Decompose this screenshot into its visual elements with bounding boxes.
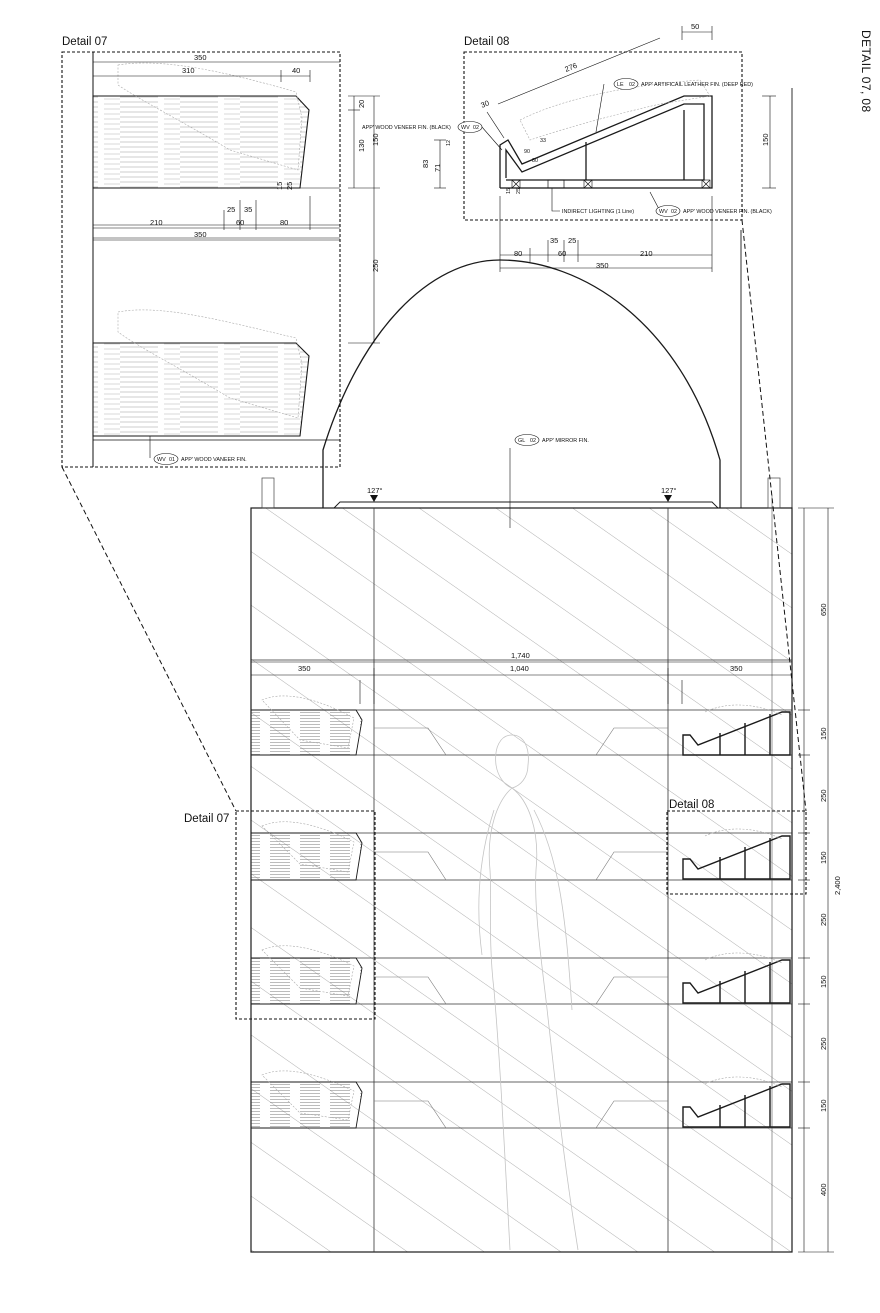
gl02-tag-code: GL xyxy=(518,438,525,444)
left-wood-shelves xyxy=(250,709,363,1129)
d07-left: 210 xyxy=(150,218,163,227)
dim-h-3: 150 xyxy=(819,851,828,864)
d08-inner-a: 33 xyxy=(540,138,546,144)
d08-h-e: 25 xyxy=(516,188,522,194)
dim-center-bay: 1,040 xyxy=(510,664,529,673)
dim-h-7: 150 xyxy=(819,1099,828,1112)
d07-gap-a: 25 xyxy=(227,205,235,214)
angle-left-label: 127° xyxy=(367,486,383,495)
wv01-tag-bubble xyxy=(153,453,179,465)
d08-right: 210 xyxy=(640,249,653,258)
gl02-tag-text: APP' MIRROR FIN. xyxy=(542,438,589,444)
dim-h-5: 150 xyxy=(819,975,828,988)
d07-thk-top: 20 xyxy=(357,100,366,108)
detail-08-callout: Detail 08 xyxy=(421,22,776,272)
d07-spacing: 250 xyxy=(371,259,380,272)
wv01-tag-code: WV xyxy=(157,457,166,463)
elevation-callouts: Detail 07 Detail 08 xyxy=(61,219,807,1020)
dim-left-bay: 350 xyxy=(298,664,311,673)
d08-slope: 276 xyxy=(563,61,578,74)
d08-h-a: 83 xyxy=(421,160,430,168)
wv02-right-tag-num: 02 xyxy=(671,209,677,215)
wv01-tag-text: APP' WOOD VANEER FIN. xyxy=(181,457,247,463)
wv02-left-tag-num: 02 xyxy=(473,125,479,131)
detail-07-title: Detail 07 xyxy=(62,36,107,48)
human-figure xyxy=(478,734,579,1251)
d07-right: 80 xyxy=(280,218,288,227)
detail-08-ref-label: Detail 08 xyxy=(669,799,714,811)
dim-h-8: 400 xyxy=(819,1183,828,1196)
d08-top: 50 xyxy=(691,22,699,31)
wv02-right-tag-text: APP' WOOD VENEER FIN. (BLACK) xyxy=(683,209,772,215)
d08-gap-a: 35 xyxy=(550,236,558,245)
le02-tag-num: 02 xyxy=(629,82,635,88)
wv02-right-tag-bubble xyxy=(655,205,681,217)
detail-07-ref-box xyxy=(235,810,376,1020)
dim-h-0: 650 xyxy=(819,603,828,616)
wv02-left-tag-text: APP' WOOD VENEER FIN. (BLACK) xyxy=(362,125,451,131)
dim-h-4: 250 xyxy=(819,913,828,926)
d08-inner-b: 90 xyxy=(524,149,530,155)
d07-top-width: 350 xyxy=(194,53,207,62)
d07-small-a: 15 xyxy=(275,182,284,190)
right-display-shelves xyxy=(682,711,791,1128)
d07-thk-total: 150 xyxy=(371,133,380,146)
d07-small-b: 25 xyxy=(285,182,294,190)
wv02-left-tag-bubble xyxy=(457,121,483,133)
gl02-tag-num: 02 xyxy=(530,438,536,444)
detail-08-frame xyxy=(463,51,743,221)
d08-mid: 60 xyxy=(558,249,566,258)
d08-gap-b: 25 xyxy=(568,236,576,245)
d08-h-c: 12 xyxy=(446,140,452,146)
arch-outline xyxy=(322,259,721,508)
d07-edge: 40 xyxy=(292,66,300,75)
sheet-title: DETAIL 07, 08 xyxy=(859,30,873,113)
detail-07-ref-label: Detail 07 xyxy=(184,813,229,825)
dim-h-1: 150 xyxy=(819,727,828,740)
elevation-drawing: 127° 127° GL 02 APP' MIRROR FIN. xyxy=(250,88,842,1253)
wv02-right-tag-code: WV xyxy=(659,209,668,215)
detail-07-frame xyxy=(61,51,341,468)
indirect-lighting-note: INDIRECT LIGHTING (1 Line) xyxy=(562,209,634,215)
d07-inner-width: 310 xyxy=(182,66,195,75)
le02-tag-code: LE xyxy=(617,82,624,88)
dim-height-total: 2,400 xyxy=(833,876,842,895)
detail-08-ref-box xyxy=(666,810,807,895)
d08-left: 80 xyxy=(514,249,522,258)
detail-07-callout: Detail 07 xyxy=(61,36,451,468)
le02-tag-bubble xyxy=(613,78,639,90)
d08-h-b: 71 xyxy=(433,164,442,172)
d08-h-d: 15 xyxy=(506,188,512,194)
d08-height: 150 xyxy=(761,133,770,146)
d08-total: 350 xyxy=(596,261,609,270)
detail-08-title: Detail 08 xyxy=(464,36,509,48)
angle-right-label: 127° xyxy=(661,486,677,495)
dim-total-width: 1,740 xyxy=(511,651,530,660)
le02-tag-text: APP' ARTIFICAIL LEATHER FIN. (DEEP RED) xyxy=(641,82,753,88)
d07-mid: 60 xyxy=(236,218,244,227)
d08-angle-len: 30 xyxy=(479,98,490,109)
wv02-left-tag-code: WV xyxy=(461,125,470,131)
d07-bottom-width: 350 xyxy=(194,230,207,239)
gl02-tag-bubble xyxy=(514,434,540,446)
dim-right-bay: 350 xyxy=(730,664,743,673)
dim-h-2: 250 xyxy=(819,789,828,802)
d08-inner-c: 80 xyxy=(532,158,538,164)
d07-gap-b: 35 xyxy=(244,205,252,214)
dim-h-6: 250 xyxy=(819,1037,828,1050)
wv01-tag-num: 01 xyxy=(169,457,175,463)
d07-thk-mid: 130 xyxy=(357,139,366,152)
